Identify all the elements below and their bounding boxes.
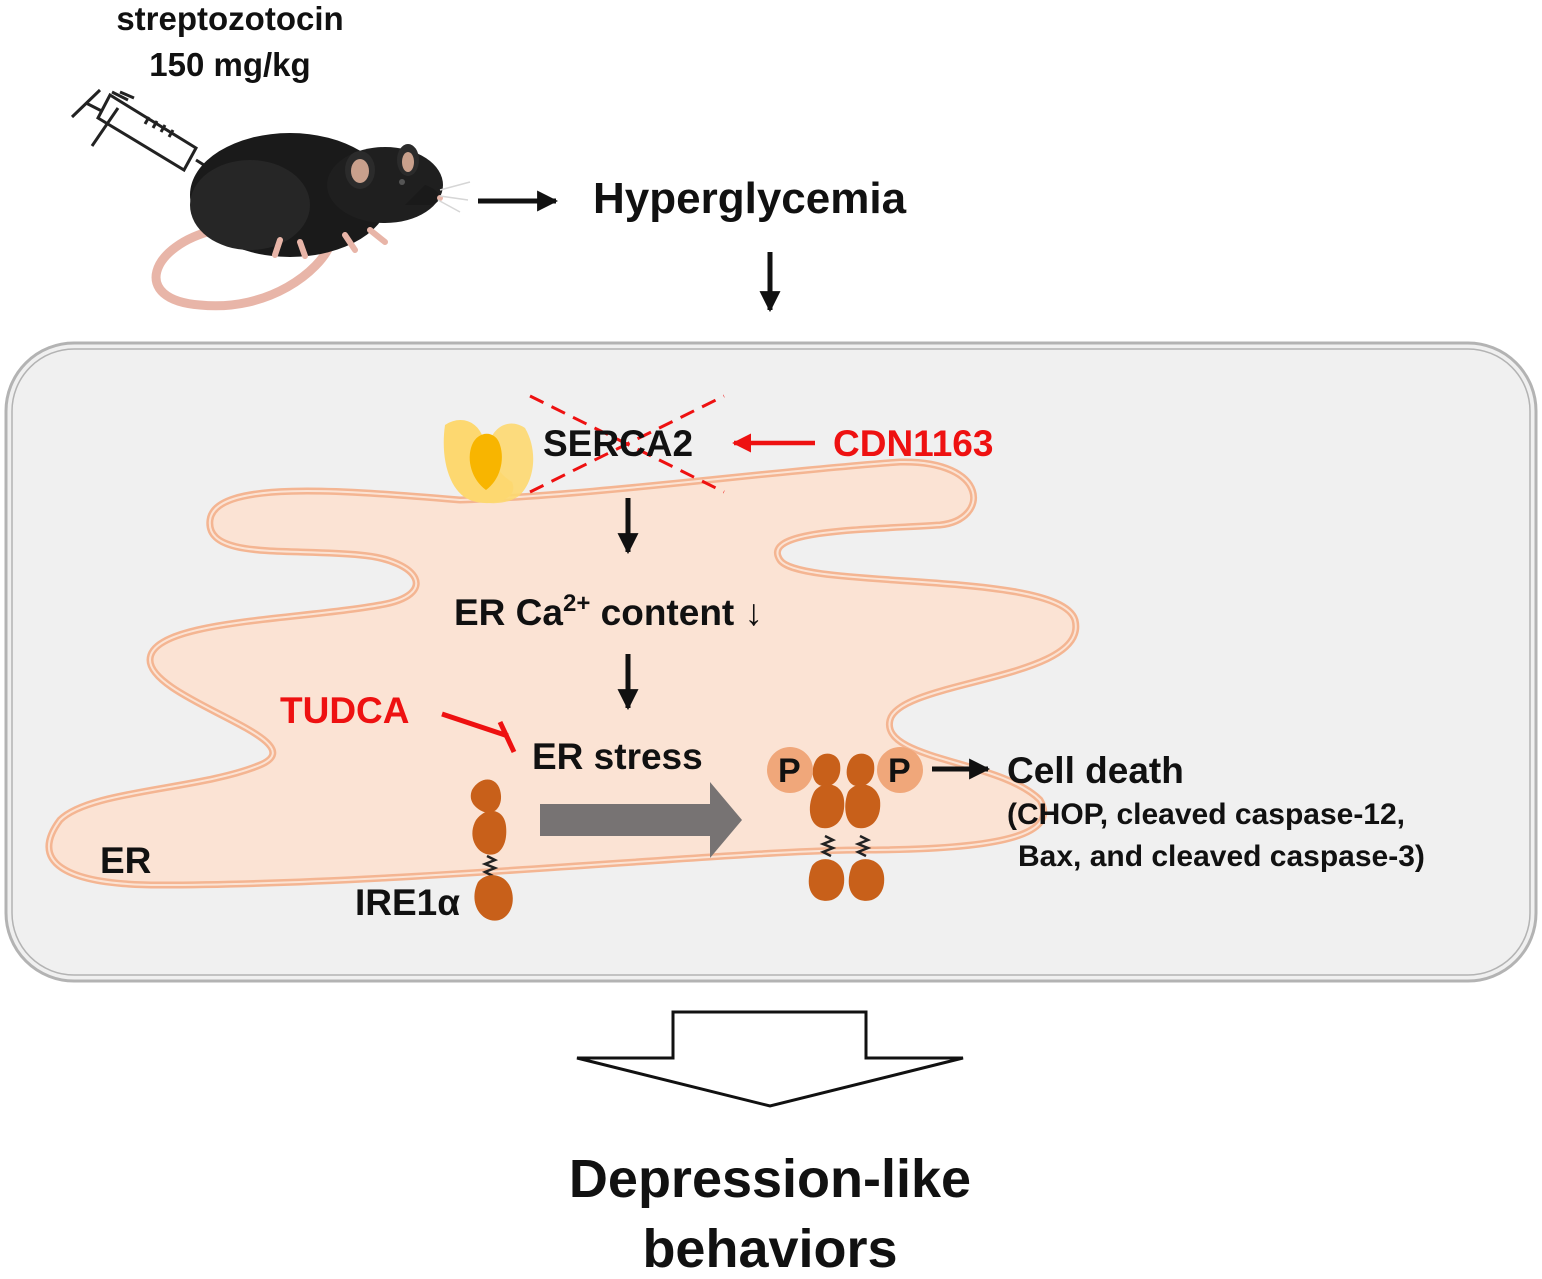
cell-death-markers-line2: Bax, and cleaved caspase-3) [1018,840,1425,873]
ca-charge: 2+ [562,590,591,617]
hyperglycemia-label: Hyperglycemia [593,174,907,223]
ire1a-protein-icon [470,779,513,921]
activation-arrow [540,782,742,858]
streptozotocin-label: streptozotocin [116,0,344,37]
phosphate-right-icon [877,747,923,793]
er-ca-suffix: content ↓ [590,592,764,633]
tudca-label: TUDCA [280,690,410,731]
er-label: ER [100,840,152,881]
serca2-protein-icon [443,420,534,504]
phosphate-left-label: P [778,752,801,790]
cell-death-label: Cell death [1007,750,1184,791]
er-stress-label: ER stress [532,736,703,777]
outcome-line1: Depression-like [568,1149,972,1209]
outcome-arrow [576,1010,964,1108]
dose-label: 150 mg/kg [149,46,311,83]
ire1a-dimer-icon [808,753,885,901]
er-ca-prefix: ER Ca [454,592,563,633]
outcome-line2: behaviors [642,1219,898,1279]
cell-death-markers-line1: (CHOP, cleaved caspase-12, [1007,798,1406,831]
tudca-inhibition-line [441,711,517,754]
serca2-inhibition-cross [529,394,725,494]
phosphate-right-label: P [888,752,911,790]
serca2-label: SERCA2 [543,423,694,464]
cdn1163-label: CDN1163 [833,423,994,464]
er-ca-content-label: ER Ca2+ content ↓ [454,590,764,633]
mouse-icon [151,133,471,311]
ire1a-label: IRE1α [355,882,461,923]
syringe-icon [70,88,213,173]
phosphate-left-icon [767,747,813,793]
